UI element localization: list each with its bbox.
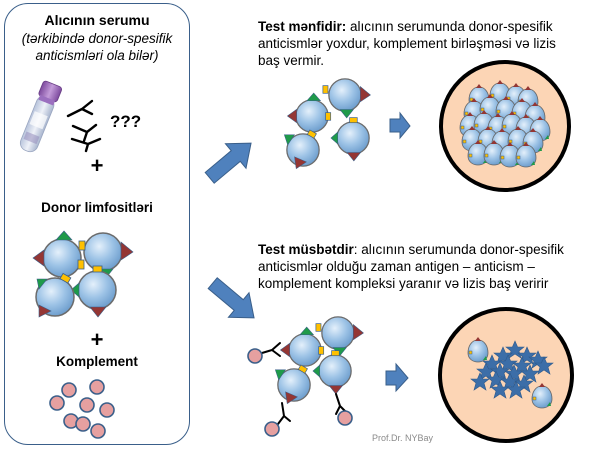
lymphocyte-cluster-positive — [247, 316, 364, 437]
positive-line1: : alıcının serumunda donor-spesifik — [353, 242, 564, 257]
antibody-icon — [261, 342, 347, 425]
serum-title: Alıcının serumu — [44, 12, 150, 28]
positive-result-text: Test müsbətdir: alıcının serumunda donor… — [258, 241, 598, 292]
negative-line2: anticismlər yoxdur, komplement birləşməs… — [258, 36, 556, 51]
lymphocyte-icon — [315, 316, 364, 357]
lymphocyte-icon — [330, 117, 370, 162]
complement-icon — [337, 410, 353, 426]
lymphocyte-cluster-negative — [283, 78, 371, 170]
arrow-icon — [204, 142, 252, 184]
complement-icon — [75, 416, 91, 432]
lymphocyte-icon — [279, 326, 325, 367]
culture-dish-icon — [439, 60, 571, 192]
complement-icon — [79, 397, 95, 413]
lymphocyte-cluster-left — [32, 230, 134, 318]
lymphocyte-icon — [32, 230, 85, 278]
negative-result-text: Test mənfidir: alıcının serumunda donor-… — [258, 18, 598, 69]
lymphocyte-icon — [78, 232, 134, 280]
positive-line2: anticismlər olduğu zaman antigen – antic… — [258, 259, 535, 274]
blood-tube-icon — [19, 80, 63, 153]
complement-icon — [90, 423, 106, 439]
arrow-icon — [389, 111, 411, 140]
complement-icon — [49, 395, 65, 411]
positive-heading: Test müsbətdir — [258, 242, 354, 257]
lymphocyte-icon — [35, 272, 75, 318]
arrow-icon — [207, 277, 255, 319]
negative-heading: Test mənfidir: — [258, 19, 347, 34]
complement-label: Komplement — [56, 354, 138, 369]
positive-line3: komplement kompleksi yaranır və lizis ba… — [258, 276, 549, 291]
negative-line1: alıcının serumunda donor-spesifik — [346, 19, 553, 34]
question-marks: ??? — [110, 112, 142, 131]
negative-line3: baş vermir. — [258, 53, 325, 68]
serum-panel — [4, 3, 190, 445]
lymphocyte-icon — [283, 129, 320, 170]
complement-icon — [247, 348, 263, 364]
complement-icon — [99, 402, 115, 418]
complement-icon — [264, 421, 280, 437]
complement-icon — [89, 379, 105, 395]
serum-subtitle-line2: anticismləri ola bilər) — [35, 48, 159, 63]
lymphocyte-icon — [286, 92, 332, 133]
antibody-icon — [66, 99, 102, 153]
serum-subtitle: (tərkibində donor-spesifik anticismləri … — [4, 30, 190, 64]
lymphocyte-icon — [312, 350, 352, 395]
author-credit: Prof.Dr. NYBay — [372, 433, 434, 443]
plus-sign-1: + — [90, 153, 104, 178]
donor-lymphocytes-label: Donor limfositləri — [41, 200, 153, 215]
culture-dish-icon — [438, 307, 574, 443]
serum-subtitle-line1: (tərkibində donor-spesifik — [21, 31, 173, 46]
arrow-icon — [385, 362, 409, 393]
lymphocyte-icon — [70, 265, 117, 318]
plus-sign-2: + — [90, 327, 104, 352]
lymphocyte-icon — [274, 364, 311, 405]
lymphocyte-icon — [322, 78, 371, 119]
complement-icon — [61, 382, 77, 398]
complement-group — [49, 379, 115, 439]
